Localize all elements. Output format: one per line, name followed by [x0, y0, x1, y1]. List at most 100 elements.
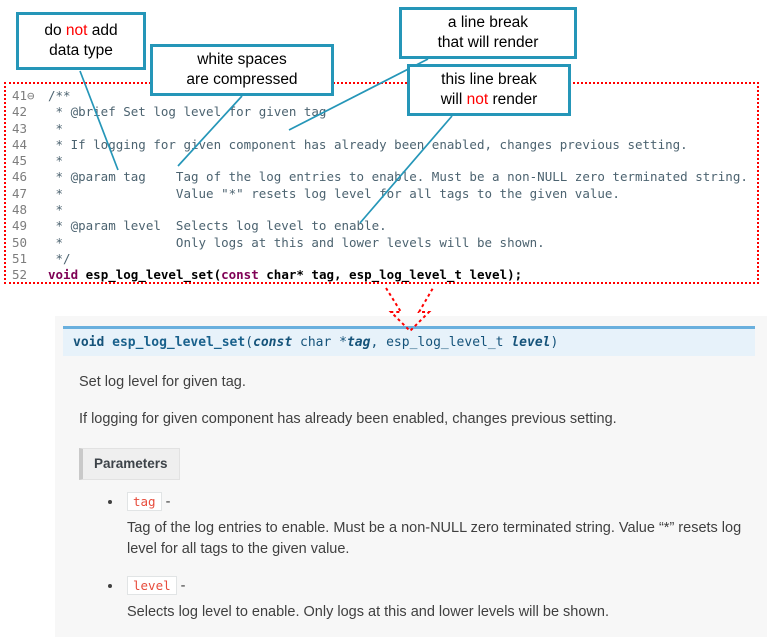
code-text: * @brief Set log level for given tag: [48, 104, 757, 120]
text-segment: add: [87, 21, 118, 39]
code-text: void esp_log_level_set(const char* tag, …: [48, 267, 757, 283]
line-number: 50: [12, 234, 28, 250]
parameter-list: tag - Tag of the log entries to enable. M…: [79, 491, 749, 623]
rendered-docs-panel: void esp_log_level_set(const char *tag, …: [55, 316, 767, 637]
callout-text: do not add data type: [44, 21, 117, 62]
line-number: 51: [12, 250, 28, 266]
code-line: 42 * @brief Set log level for given tag: [6, 104, 757, 120]
text-segment: will: [440, 91, 467, 108]
text-segment: * @param tag Tag of the log entries to e…: [48, 169, 748, 185]
code-text: * Value "*" resets log level for all tag…: [48, 186, 757, 202]
text-segment: not: [65, 21, 88, 39]
text-segment: data type: [49, 42, 113, 59]
text-segment: void: [48, 267, 79, 283]
param-item: tag - Tag of the log entries to enable. M…: [123, 491, 749, 560]
callout-text: white spaces are compressed: [186, 50, 297, 91]
brief-text: Set log level for given tag.: [79, 374, 246, 390]
text-segment: * Only logs at this and lower levels wil…: [48, 234, 545, 250]
text-segment: white spaces: [197, 50, 287, 68]
text-segment: tag: [346, 335, 371, 350]
text-segment: const: [221, 267, 259, 283]
callout-text: this line break will not render: [441, 70, 538, 111]
text-segment: esp_log_level_set: [112, 335, 246, 350]
code-text: *: [48, 153, 757, 169]
code-line: 47 * Value "*" resets log level for all …: [6, 186, 757, 202]
line-number: 48: [12, 202, 28, 218]
text-segment: [78, 267, 86, 282]
line-number: 47: [12, 185, 28, 201]
code-text: * Only logs at this and lower levels wil…: [48, 235, 757, 251]
callout-line-break-renders: a line break that will render: [399, 7, 577, 59]
code-text: * @param tag Tag of the log entries to e…: [48, 169, 757, 185]
code-line: 50 * Only logs at this and lower levels …: [6, 235, 757, 251]
line-number: 44: [12, 136, 28, 152]
param-description: Tag of the log entries to enable. Must b…: [127, 519, 742, 557]
text-segment: esp_log_level_set: [85, 267, 214, 283]
callout-whitespace-compressed: white spaces are compressed: [150, 44, 334, 96]
text-segment: are compressed: [186, 71, 298, 88]
text-segment: * @brief Set log level for given tag: [48, 104, 327, 120]
docs-body: Set log level for given tag. If logging …: [55, 372, 767, 623]
text-segment: /**: [48, 88, 71, 103]
text-segment: const: [253, 335, 293, 350]
code-text: */: [48, 251, 757, 267]
text-segment: ,: [370, 335, 387, 350]
line-number: 45: [12, 153, 28, 169]
text-segment: a line break: [447, 13, 529, 31]
line-number: 52: [12, 267, 28, 283]
text-segment: void: [73, 335, 113, 350]
code-line: 52 void esp_log_level_set(const char* tag…: [6, 267, 757, 283]
line-number: 43: [12, 120, 28, 136]
code-line: 46 * @param tag Tag of the log entries t…: [6, 169, 757, 185]
text-segment: * @param level Selects log level to enab…: [48, 218, 387, 234]
param-name-chip: level: [127, 575, 177, 595]
text-segment: (: [245, 335, 254, 350]
code-line: 43 *: [6, 121, 757, 137]
code-line: 51 */: [6, 251, 757, 267]
param-name-chip: tag: [127, 491, 162, 511]
code-line: 41⊖ /**: [6, 88, 757, 104]
param-description: Selects log level to enable. Only logs a…: [127, 603, 609, 620]
line-number: 49: [12, 218, 28, 234]
text-segment: *: [48, 202, 64, 218]
text-segment: * If logging for given component has alr…: [48, 136, 688, 152]
text-segment: */: [48, 250, 71, 266]
code-text: *: [48, 121, 757, 137]
text-segment: render: [488, 91, 538, 108]
code-text: /**: [48, 88, 757, 104]
callout-text: a line break that will render: [438, 13, 539, 54]
description-text: If logging for given component has alrea…: [79, 411, 617, 428]
text-segment: *: [48, 153, 64, 169]
line-number: 42: [12, 104, 28, 120]
code-text: * @param level Selects log level to enab…: [48, 218, 757, 234]
code-line: 44 * If logging for given component has …: [6, 137, 757, 153]
text-segment: (: [213, 267, 222, 283]
text-segment: this line break: [441, 70, 537, 88]
text-segment: char* tag, esp_log_level_t level);: [258, 267, 523, 283]
code-line: 49 * @param level Selects log level to e…: [6, 218, 757, 234]
text-segment: do: [44, 21, 66, 39]
text-segment: char *: [292, 335, 347, 350]
text-segment: * Value "*" resets log level for all tag…: [48, 185, 620, 201]
text-segment: not: [466, 91, 489, 108]
code-lines: 41⊖/**42 * @brief Set log level for give…: [6, 88, 757, 284]
line-number: 41⊖: [12, 88, 35, 103]
code-line: 48 *: [6, 202, 757, 218]
text-segment: that will render: [437, 34, 539, 51]
parameters-label: Parameters: [79, 448, 180, 480]
line-number: 46: [12, 169, 28, 185]
param-separator: -: [161, 493, 171, 510]
code-text: *: [48, 202, 757, 218]
code-editor-snippet: 41⊖/**42 * @brief Set log level for give…: [4, 82, 759, 284]
text-segment: *: [48, 120, 64, 136]
text-segment: esp_log_level_t: [386, 335, 512, 350]
function-signature: void esp_log_level_set(const char *tag, …: [63, 326, 755, 356]
callout-line-break-not-render: this line break will not render: [407, 64, 571, 116]
param-item: level - Selects log level to enable. Only…: [123, 575, 749, 623]
param-separator: -: [176, 577, 186, 594]
code-line: 45 *: [6, 153, 757, 169]
code-text: * If logging for given component has alr…: [48, 137, 757, 153]
text-segment: level: [511, 335, 551, 350]
text-segment: ): [550, 335, 559, 350]
